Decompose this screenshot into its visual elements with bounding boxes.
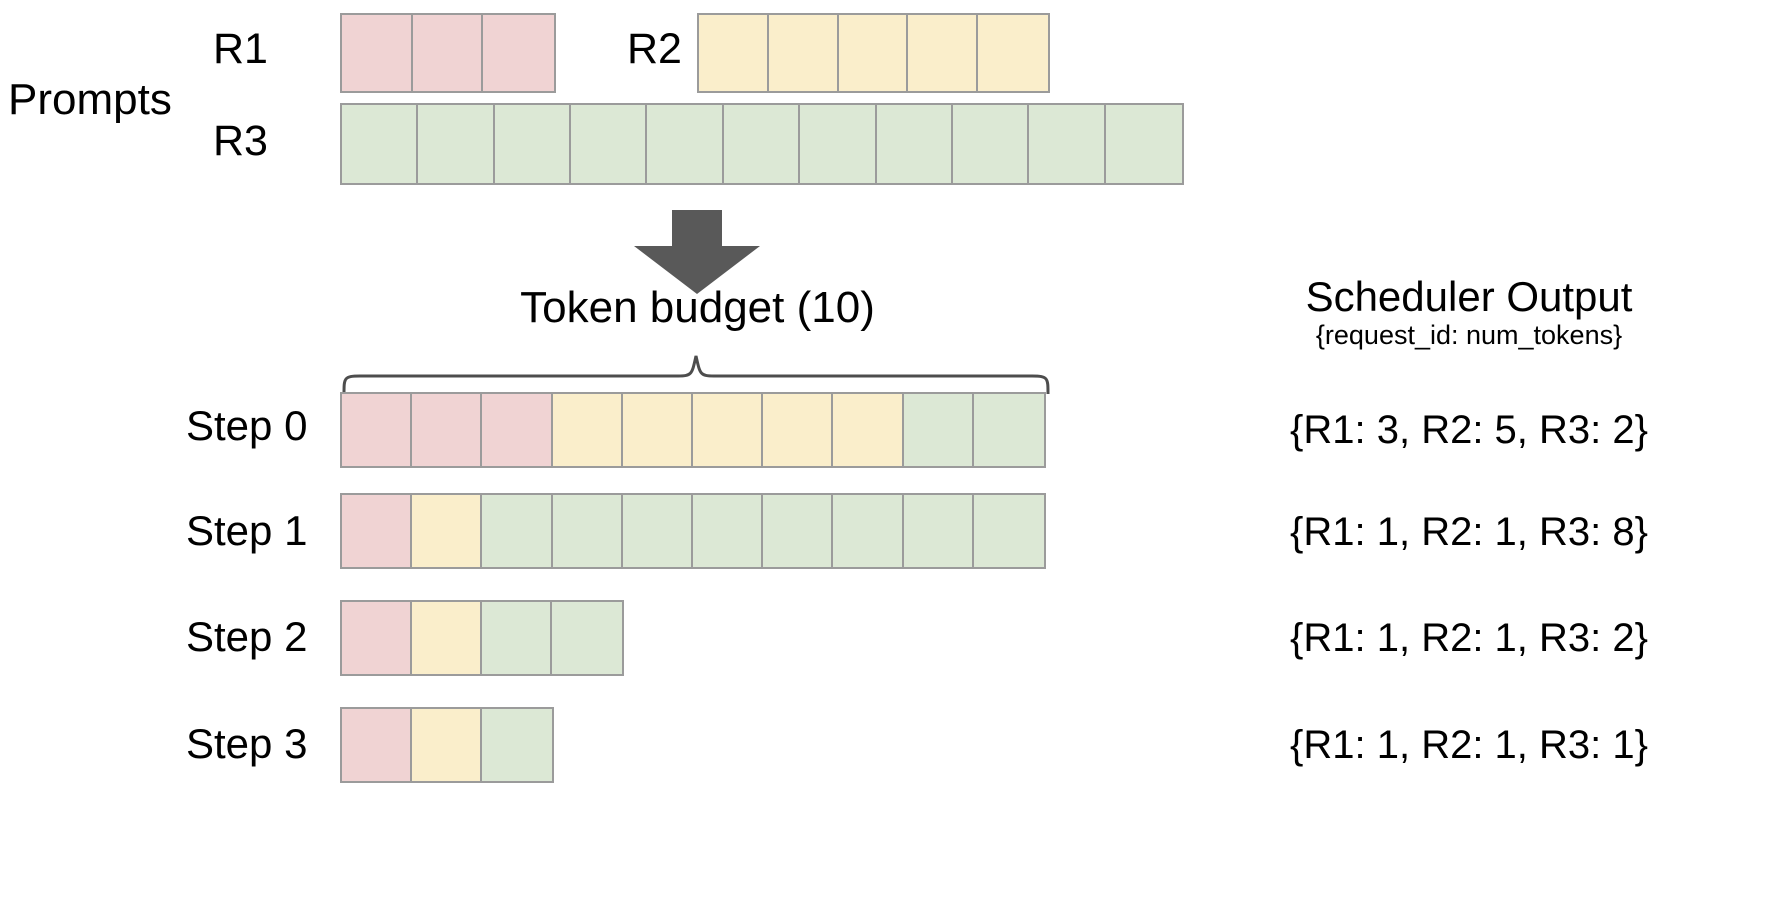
prompt-bar-r3 — [340, 103, 1184, 185]
step-bar-2 — [340, 600, 624, 676]
step-0-cell-r2-4 — [622, 394, 693, 466]
step-2-cell-r2-1 — [412, 602, 482, 674]
prompt-r2-cell-r2-3 — [908, 15, 979, 91]
step-label-3: Step 3 — [186, 720, 308, 767]
scheduler-output-3: {R1: 1, R2: 1, R3: 1} — [1290, 723, 1648, 767]
token-budget-title: Token budget (10) — [520, 283, 875, 332]
down-arrow-icon — [634, 210, 760, 299]
step-label-0: Step 0 — [186, 402, 308, 449]
prompt-r3-cell-r3-2 — [494, 105, 572, 183]
step-1-cell-r3-9 — [973, 495, 1044, 567]
step-1-cell-r3-7 — [833, 495, 904, 567]
step-1-cell-r3-4 — [622, 495, 693, 567]
prompt-r1-cell-r1-2 — [483, 15, 554, 91]
prompt-r1-cell-r1-1 — [412, 15, 484, 91]
prompt-r3-cell-r3-1 — [418, 105, 495, 183]
step-0-cell-r2-7 — [833, 394, 904, 466]
prompt-r3-cell-r3-0 — [342, 105, 419, 183]
scheduler-output-1: {R1: 1, R2: 1, R3: 8} — [1290, 510, 1648, 554]
prompt-r1-cell-r1-0 — [342, 15, 413, 91]
step-1-cell-r3-6 — [763, 495, 834, 567]
scheduler-output-2: {R1: 1, R2: 1, R3: 2} — [1290, 616, 1648, 660]
step-0-cell-r1-1 — [412, 394, 483, 466]
step-bar-1 — [340, 493, 1046, 569]
curly-brace-icon — [342, 352, 1050, 399]
step-0-cell-r1-0 — [342, 394, 413, 466]
prompt-r3-cell-r3-4 — [647, 105, 724, 183]
step-1-cell-r3-3 — [552, 495, 623, 567]
step-0-cell-r2-5 — [692, 394, 764, 466]
step-0-cell-r2-6 — [763, 394, 834, 466]
prompt-r3-cell-r3-8 — [952, 105, 1030, 183]
prompt-label-r3: R3 — [213, 117, 268, 165]
step-3-cell-r2-1 — [411, 709, 482, 781]
prompt-label-r1: R1 — [213, 25, 268, 73]
prompt-r2-cell-r2-1 — [768, 15, 839, 91]
scheduler-output-subtitle: {request_id: num_tokens} — [1315, 320, 1623, 350]
step-0-cell-r1-2 — [482, 394, 553, 466]
step-bar-0 — [340, 392, 1046, 468]
step-2-cell-r3-3 — [552, 602, 622, 674]
prompt-r2-cell-r2-2 — [838, 15, 909, 91]
step-2-cell-r1-0 — [342, 602, 412, 674]
prompt-bar-r1 — [340, 13, 556, 93]
prompt-r2-cell-r2-4 — [978, 15, 1048, 91]
step-0-cell-r3-8 — [903, 394, 974, 466]
step-label-2: Step 2 — [186, 613, 308, 660]
step-3-cell-r3-2 — [481, 709, 552, 781]
scheduler-output-0: {R1: 3, R2: 5, R3: 2} — [1290, 408, 1648, 452]
step-1-cell-r3-8 — [903, 495, 974, 567]
prompt-r3-cell-r3-7 — [876, 105, 953, 183]
step-0-cell-r2-3 — [552, 394, 623, 466]
prompt-r3-cell-r3-9 — [1029, 105, 1106, 183]
prompts-label: Prompts — [8, 75, 172, 124]
step-1-cell-r1-0 — [342, 495, 413, 567]
step-bar-3 — [340, 707, 554, 783]
prompt-label-r2: R2 — [627, 25, 682, 73]
step-0-cell-r3-9 — [973, 394, 1044, 466]
prompt-r3-cell-r3-5 — [723, 105, 801, 183]
prompt-r3-cell-r3-3 — [571, 105, 648, 183]
step-label-1: Step 1 — [186, 507, 308, 554]
step-3-cell-r1-0 — [342, 709, 412, 781]
step-1-cell-r2-1 — [412, 495, 483, 567]
step-1-cell-r3-2 — [482, 495, 553, 567]
prompt-r3-cell-r3-10 — [1105, 105, 1182, 183]
prompt-r3-cell-r3-6 — [800, 105, 877, 183]
prompt-bar-r2 — [697, 13, 1050, 93]
prompt-r2-cell-r2-0 — [699, 15, 769, 91]
step-2-cell-r3-2 — [482, 602, 552, 674]
step-1-cell-r3-5 — [692, 495, 764, 567]
scheduler-output-title: Scheduler Output — [1305, 273, 1633, 320]
